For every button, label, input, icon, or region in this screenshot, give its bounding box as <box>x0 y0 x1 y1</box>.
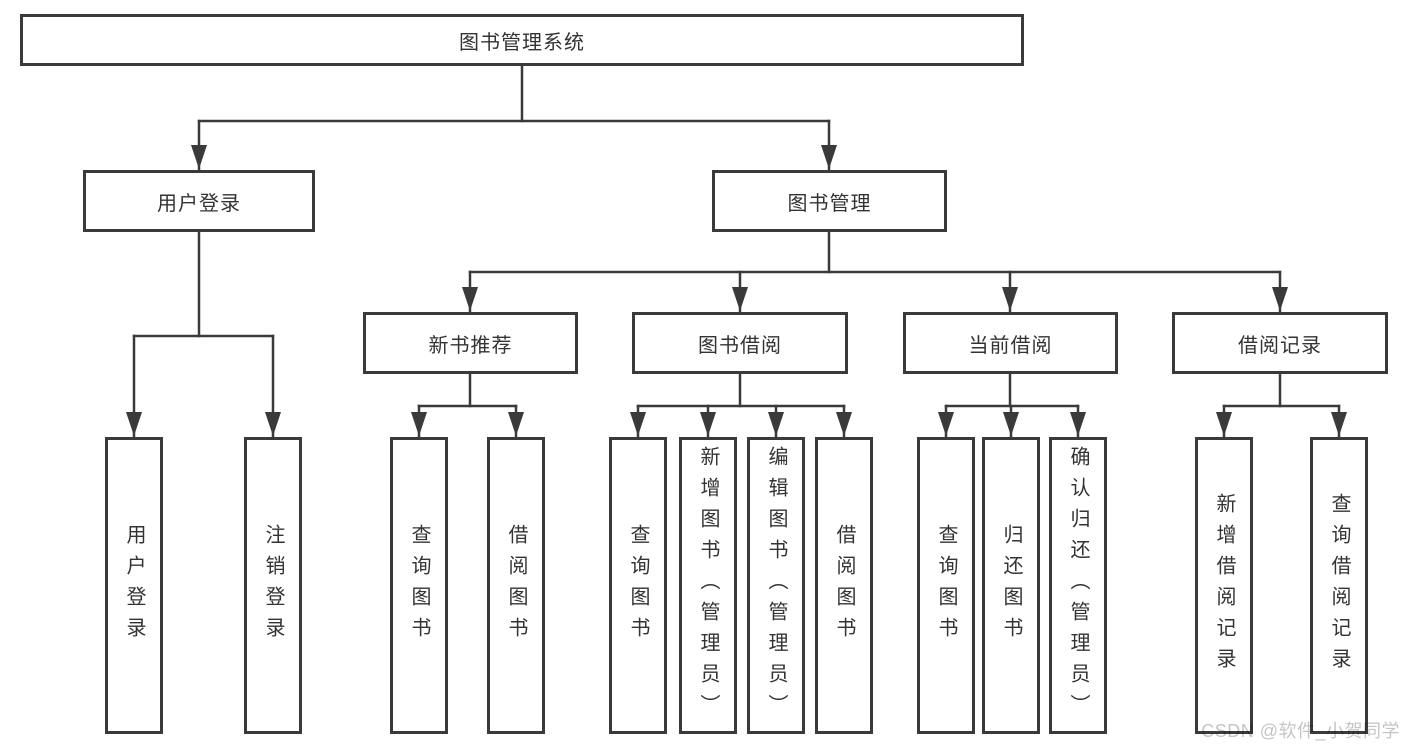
node-label: 用户登录 <box>157 192 241 215</box>
leaf-return-books: 归还图书 <box>982 437 1040 734</box>
node-borrow-records: 借阅记录 <box>1172 312 1388 374</box>
leaf-query-books-1: 查询图书 <box>390 437 448 734</box>
node-label: 图书管理系统 <box>459 31 585 54</box>
leaf-borrow-books-1: 借阅图书 <box>487 437 545 734</box>
node-label: 确认归还（管理员） <box>1067 446 1089 725</box>
node-label: 借阅记录 <box>1238 334 1322 357</box>
connector-user-login <box>126 230 281 438</box>
connector-book-borrow <box>630 372 852 438</box>
leaf-logout: 注销登录 <box>244 437 302 734</box>
leaf-edit-books-admin: 编辑图书（管理员） <box>747 437 805 734</box>
node-user-login: 用户登录 <box>83 170 315 232</box>
connector-root <box>191 64 837 171</box>
leaf-query-books-2: 查询图书 <box>609 437 667 734</box>
leaf-user-login: 用户登录 <box>105 437 163 734</box>
leaf-borrow-books-2: 借阅图书 <box>815 437 873 734</box>
leaf-add-books-admin: 新增图书（管理员） <box>679 437 737 734</box>
leaf-add-borrow-record: 新增借阅记录 <box>1195 437 1253 734</box>
node-label: 图书管理 <box>787 192 872 215</box>
node-label: 查询图书 <box>935 523 957 648</box>
watermark: CSDN @软件_小贺同学 <box>1201 721 1400 741</box>
node-label: 归还图书 <box>1000 523 1022 648</box>
node-new-books: 新书推荐 <box>363 312 578 374</box>
node-label: 借阅图书 <box>833 523 855 648</box>
node-label: 当前借阅 <box>968 334 1053 357</box>
connectors <box>126 64 1347 438</box>
node-root: 图书管理系统 <box>20 14 1024 66</box>
node-book-borrow: 图书借阅 <box>632 312 848 374</box>
leaf-query-borrow-record: 查询借阅记录 <box>1310 437 1368 734</box>
node-label: 注销登录 <box>262 523 284 648</box>
node-label: 图书借阅 <box>698 334 782 357</box>
node-label: 查询借阅记录 <box>1328 492 1350 679</box>
node-label: 查询图书 <box>408 523 430 648</box>
node-label: 编辑图书（管理员） <box>765 446 787 725</box>
node-label: 用户登录 <box>123 523 145 648</box>
connector-book-mgmt <box>462 230 1288 313</box>
node-book-mgmt: 图书管理 <box>712 170 947 232</box>
node-label: 查询图书 <box>627 523 649 648</box>
leaf-confirm-return-admin: 确认归还（管理员） <box>1049 437 1107 734</box>
connector-borrow-records <box>1216 372 1347 438</box>
connector-new-books <box>411 372 524 438</box>
connector-current-borrow <box>938 372 1086 438</box>
node-label: 新书推荐 <box>428 334 513 357</box>
leaf-query-books-3: 查询图书 <box>917 437 975 734</box>
node-label: 借阅图书 <box>505 523 527 648</box>
node-label: 新增借阅记录 <box>1213 492 1235 679</box>
node-current-borrow: 当前借阅 <box>903 312 1118 374</box>
node-label: 新增图书（管理员） <box>697 446 719 725</box>
